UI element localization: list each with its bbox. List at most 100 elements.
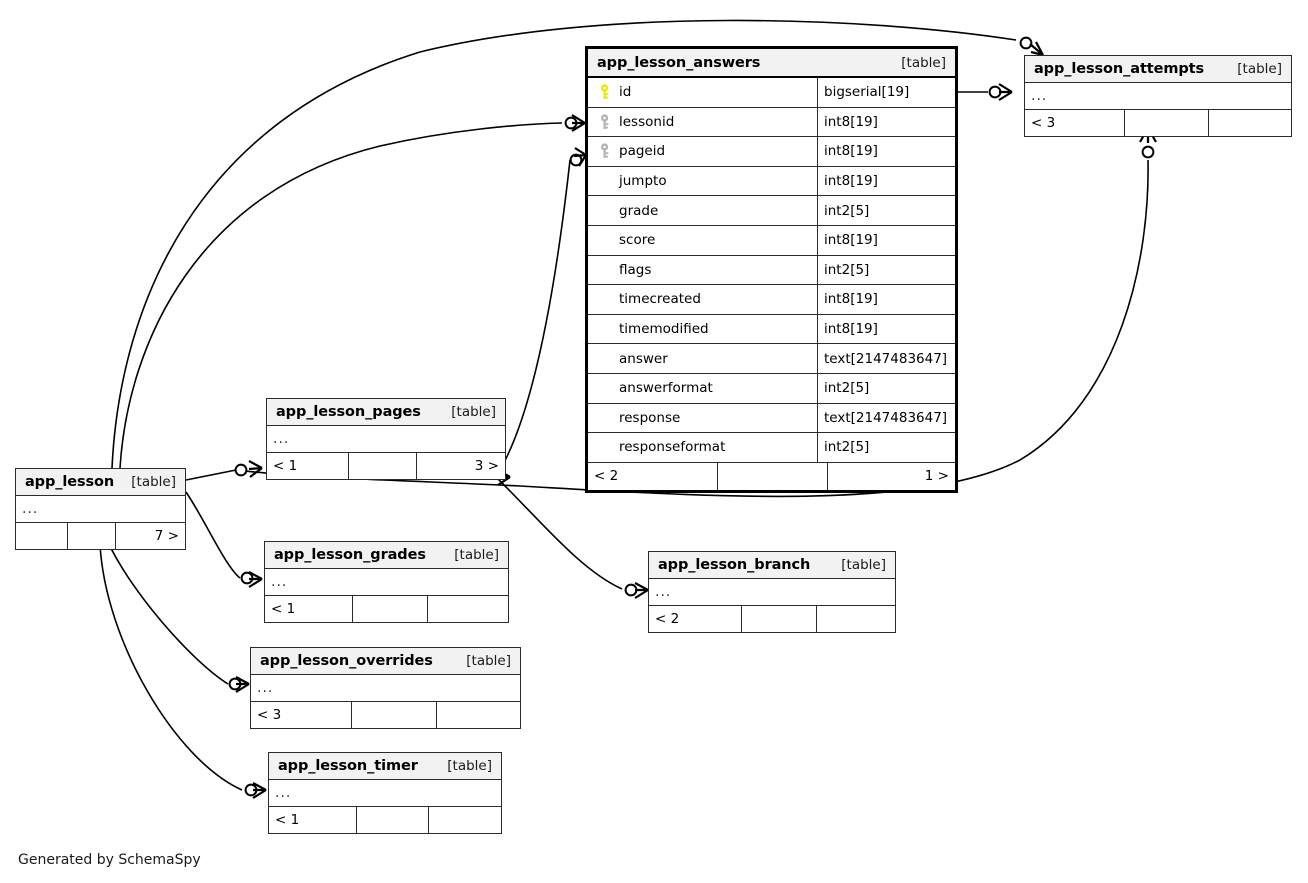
- table-type-tag: [table]: [1237, 61, 1282, 77]
- table-footer: < 3: [251, 702, 520, 728]
- table-title: app_lesson: [25, 474, 115, 490]
- table-footer: < 3: [1025, 110, 1291, 136]
- table-type-tag: [table]: [131, 474, 176, 490]
- table-type-tag: [table]: [841, 557, 886, 573]
- table-app-lesson-attempts[interactable]: app_lesson_attempts [table] ... < 3: [1024, 55, 1292, 137]
- table-app-lesson-branch[interactable]: app_lesson_branch [table] ... < 2: [648, 551, 896, 633]
- table-type-tag: [table]: [466, 653, 511, 669]
- column-type: int2[5]: [824, 202, 870, 219]
- column-name-cell: timemodified: [588, 314, 818, 344]
- column-name-cell: pageid: [588, 137, 818, 166]
- column-row: flags int2[5]: [588, 255, 955, 286]
- table-title: app_lesson_attempts: [1034, 61, 1205, 77]
- column-name-cell: flags: [588, 255, 818, 285]
- footer-parent-count: < 2: [649, 606, 742, 632]
- footer-middle: [68, 523, 116, 549]
- column-type: text[2147483647]: [824, 409, 948, 426]
- table-header: app_lesson [table]: [16, 469, 185, 496]
- table-header: app_lesson_branch [table]: [649, 552, 895, 579]
- column-name-cell: answer: [588, 344, 818, 373]
- table-title: app_lesson_timer: [278, 758, 418, 774]
- column-name: jumpto: [619, 173, 667, 190]
- column-row: grade int2[5]: [588, 196, 955, 226]
- footer-middle: [742, 606, 817, 632]
- table-title: app_lesson_branch: [658, 557, 811, 573]
- table-app-lesson-pages[interactable]: app_lesson_pages [table] ... < 1 3 >: [266, 398, 506, 480]
- table-app-lesson-grades[interactable]: app_lesson_grades [table] ... < 1: [264, 541, 509, 623]
- footer-child-count: [428, 596, 508, 622]
- table-footer: 7 >: [16, 523, 185, 549]
- footer-parent-count: < 3: [251, 702, 352, 728]
- table-title: app_lesson_answers: [597, 54, 761, 71]
- table-ellipsis-row: ...: [1025, 83, 1291, 110]
- footer-parent-count: [16, 523, 68, 549]
- column-name-cell: score: [588, 225, 818, 255]
- footer-middle: [1125, 110, 1209, 136]
- footer-middle: [718, 462, 828, 490]
- footer-child-count: 3 >: [474, 458, 499, 474]
- column-type: int8[19]: [824, 291, 878, 308]
- column-type: text[2147483647]: [824, 350, 948, 367]
- primary-key-icon: [595, 84, 617, 100]
- table-type-tag: [table]: [901, 54, 946, 71]
- column-type: int2[5]: [824, 261, 870, 278]
- column-type: int2[5]: [824, 380, 870, 397]
- foreign-key-icon: [595, 143, 617, 159]
- column-name-cell: jumpto: [588, 166, 818, 196]
- column-name: id: [619, 84, 632, 101]
- footer-middle: [353, 596, 428, 622]
- table-ellipsis-row: ...: [267, 426, 505, 453]
- column-row: answerformat int2[5]: [588, 373, 955, 404]
- table-footer: < 2: [649, 606, 895, 632]
- footer-middle: [352, 702, 437, 728]
- table-type-tag: [table]: [447, 758, 492, 774]
- table-footer: < 1: [269, 807, 501, 833]
- table-app-lesson[interactable]: app_lesson [table] ... 7 >: [15, 468, 186, 550]
- table-footer: < 1: [265, 596, 508, 622]
- column-row: timemodified int8[19]: [588, 314, 955, 345]
- table-app-lesson-overrides[interactable]: app_lesson_overrides [table] ... < 3: [250, 647, 521, 729]
- column-row: lessonid int8[19]: [588, 107, 955, 138]
- table-header: app_lesson_attempts [table]: [1025, 56, 1291, 83]
- footer-parent-count: < 1: [265, 596, 353, 622]
- table-title: app_lesson_pages: [276, 404, 421, 420]
- column-name-cell: grade: [588, 196, 818, 225]
- footer-child-count: [817, 606, 895, 632]
- column-name: timemodified: [619, 321, 709, 338]
- column-name-cell: lessonid: [588, 107, 818, 137]
- column-name: responseformat: [619, 439, 726, 456]
- footer-parent-count: < 3: [1025, 110, 1125, 136]
- table-footer: < 1 3 >: [267, 453, 505, 479]
- diagram-caption: Generated by SchemaSpy: [18, 852, 201, 868]
- column-name-cell: timecreated: [588, 285, 818, 314]
- column-name-cell: responseformat: [588, 433, 818, 462]
- column-name: score: [619, 232, 656, 249]
- table-ellipsis-row: ...: [649, 579, 895, 606]
- column-name: answerformat: [619, 380, 713, 397]
- column-name: flags: [619, 261, 652, 278]
- column-name: response: [619, 409, 681, 426]
- footer-child-count: 1 >: [924, 468, 949, 485]
- column-name: answer: [619, 350, 668, 367]
- column-name-cell: id: [588, 78, 818, 107]
- footer-child-count: [429, 807, 501, 833]
- column-type: int8[19]: [824, 113, 878, 130]
- column-type: int8[19]: [824, 321, 878, 338]
- column-row: response text[2147483647]: [588, 403, 955, 434]
- table-header: app_lesson_timer [table]: [269, 753, 501, 780]
- footer-parent-count: < 1: [269, 807, 357, 833]
- table-app-lesson-timer[interactable]: app_lesson_timer [table] ... < 1: [268, 752, 502, 834]
- footer-child-count: 7 >: [154, 528, 179, 544]
- table-header: app_lesson_overrides [table]: [251, 648, 520, 675]
- column-name: pageid: [619, 143, 666, 160]
- column-row: answer text[2147483647]: [588, 344, 955, 374]
- table-ellipsis-row: ...: [251, 675, 520, 702]
